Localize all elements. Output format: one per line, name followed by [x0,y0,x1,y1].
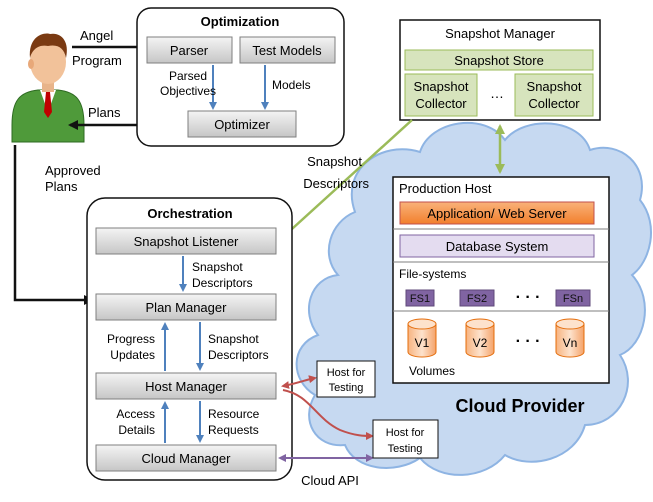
arrow-approved-plans [13,145,94,305]
orchestration-module: Orchestration Snapshot Listener Snapshot… [86,197,293,481]
snap-desc-2-label-1: Snapshot [208,332,259,346]
plans-label: Plans [88,105,121,120]
collector-ellipsis: … [490,85,504,101]
fs1-box [405,289,435,307]
parsed-label-2: Objectives [160,84,216,98]
snapshot-listener-label: Snapshot Listener [134,234,239,249]
test-models-box [239,36,336,64]
filesystems-label: File-systems [399,267,466,281]
access-label-1: Access [116,407,155,421]
cloud-manager-box [95,444,277,472]
approved-label-2: Plans [45,179,78,194]
host-testing-1-label-2: Testing [329,382,364,394]
collector-1-label-2: Collector [415,96,467,111]
snap-desc-1-label-1: Snapshot [192,260,243,274]
collector-2-label-1: Snapshot [527,79,582,94]
parser-box [146,36,233,64]
optimization-module: Optimization Parser Test Models Parsed O… [136,7,345,147]
snapshot-store-label: Snapshot Store [454,53,544,68]
app-server-box [399,201,595,225]
fs1-label: FS1 [410,293,430,305]
fsn-label: FSn [563,293,583,305]
host-manager-box [95,372,277,400]
snapshot-listener-box [95,227,277,255]
arrow-host-testing-1 [281,375,317,389]
volume-dots: · · · [516,333,541,350]
volume-vn [555,318,585,358]
snapshot-manager-module: Snapshot Manager Snapshot Store Snapshot… [399,19,601,121]
cloud-manager-label: Cloud Manager [142,451,232,466]
production-host: Production Host Application/ Web Server … [392,176,610,384]
input-angel-label: Angel [80,28,113,43]
production-host-title: Production Host [399,181,492,196]
host-manager-label: Host Manager [145,379,227,394]
plan-manager-label: Plan Manager [146,300,228,315]
vn-label: Vn [563,336,578,350]
models-label: Models [272,78,311,92]
resource-label-2: Requests [208,423,259,437]
collector-2-label-2: Collector [528,96,580,111]
optimization-title: Optimization [201,14,280,29]
optimizer-box [187,110,297,138]
progress-label-2: Updates [110,348,155,362]
cloud-api-label: Cloud API [301,473,359,488]
volume-v1 [407,318,437,358]
database-label: Database System [446,239,549,254]
fs-dots: · · · [516,289,541,306]
host-testing-2-box [372,419,439,459]
snap-desc-1-label-2: Descriptors [192,276,253,290]
snapshot-store-box [404,49,594,71]
snapshot-collector-1 [404,73,478,117]
parser-label: Parser [170,43,209,58]
host-testing-1-label-1: Host for [327,367,366,379]
plan-manager-box [95,293,277,321]
arrow-host-testing-2 [282,389,374,440]
collector-1-label-1: Snapshot [414,79,469,94]
snapshot-descriptors-label-2: Descriptors [303,176,369,191]
resource-label-1: Resource [208,407,260,421]
database-box [399,234,595,258]
snapshot-descriptors-label-1: Snapshot [307,154,362,169]
parsed-label-1: Parsed [169,69,207,83]
fsn-box [555,289,591,307]
snap-desc-2-label-2: Descriptors [208,348,269,362]
snapshot-manager-title: Snapshot Manager [445,26,556,41]
input-program-label: Program [72,53,122,68]
v2-label: V2 [473,336,488,350]
fs2-label: FS2 [467,293,487,305]
test-models-label: Test Models [252,43,322,58]
approved-label-1: Approved [45,163,101,178]
v1-label: V1 [415,336,430,350]
volume-v2 [465,318,495,358]
host-testing-2-label-1: Host for [386,427,425,439]
access-label-2: Details [118,423,155,437]
cloud-provider-label: Cloud Provider [455,396,584,416]
host-testing-2-label-2: Testing [388,443,423,455]
host-testing-1-box [316,360,376,398]
app-server-label: Application/ Web Server [427,206,567,221]
arrow-snapshot-descriptors [280,119,413,240]
snapshot-collector-2 [514,73,594,117]
optimizer-label: Optimizer [214,117,270,132]
orchestration-title: Orchestration [147,206,232,221]
progress-label-1: Progress [107,332,155,346]
volumes-label: Volumes [409,364,455,378]
fs2-box [459,289,495,307]
